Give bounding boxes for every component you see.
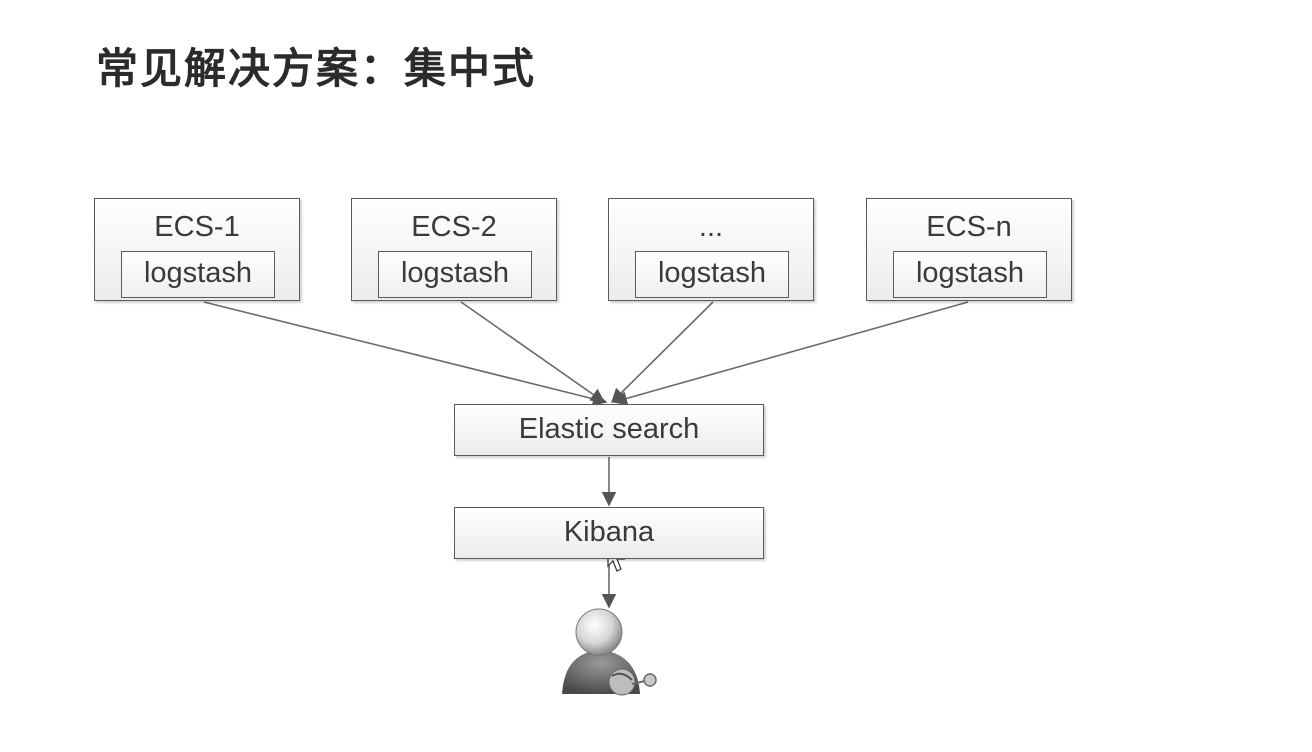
user-icon [562, 608, 657, 696]
server-box-ecs-n: ECS-n logstash [866, 198, 1072, 301]
server-box-ecs-1: ECS-1 logstash [94, 198, 300, 301]
server-label: ECS-n [926, 211, 1012, 243]
logstash-box: logstash [893, 251, 1047, 298]
elasticsearch-box: Elastic search [454, 404, 764, 456]
server-label: ECS-1 [154, 211, 240, 243]
logstash-box: logstash [378, 251, 532, 298]
connector-ecs1-to-es [203, 301, 608, 406]
server-box-ellipsis: ... logstash [608, 198, 814, 301]
kibana-box: Kibana [454, 507, 764, 559]
connector-ecs2-to-es [460, 301, 606, 403]
logstash-box: logstash [635, 251, 789, 298]
page-title: 常见解决方案：集中式 [96, 44, 537, 93]
server-label: ECS-2 [411, 211, 497, 243]
server-label: ... [698, 211, 724, 243]
connector-ecs3-to-es [610, 301, 714, 404]
server-box-ecs-2: ECS-2 logstash [351, 198, 557, 301]
connector-ecsn-to-es [612, 301, 969, 406]
logstash-box: logstash [121, 251, 275, 298]
